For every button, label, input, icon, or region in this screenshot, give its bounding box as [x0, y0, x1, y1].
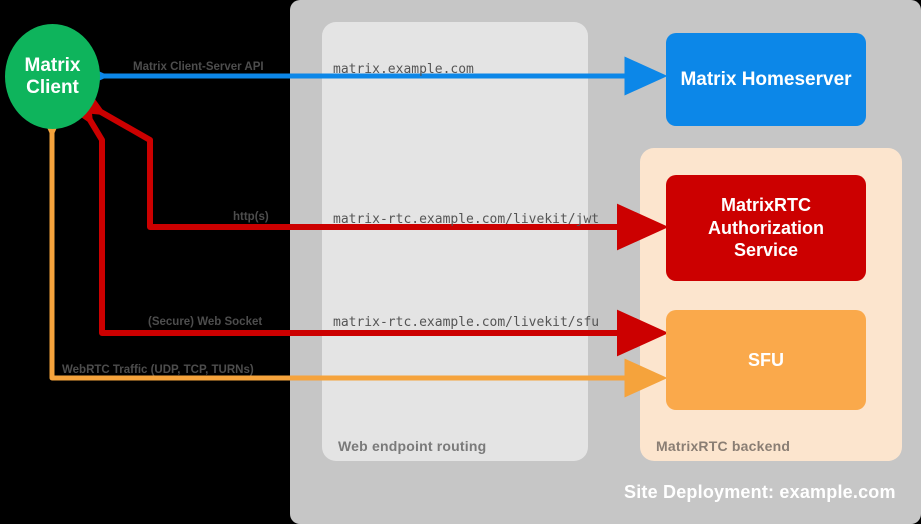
panel-label-site-deployment: Site Deployment: example.com: [624, 482, 896, 502]
edge-line-webrtc: [32, 95, 668, 398]
node-auth-line1: MatrixRTC: [720, 195, 811, 216]
node-auth-line3: Service: [733, 240, 799, 261]
endpoint-livekit-jwt: matrix-rtc.example.com/livekit/jwt: [333, 212, 600, 227]
edge-label-https: http(s): [233, 211, 269, 223]
node-matrix-client-line2: Client: [26, 76, 79, 98]
node-matrixrtc-authorization-service[interactable]: MatrixRTC Authorization Service: [666, 175, 866, 281]
node-sfu-label: SFU: [748, 349, 784, 370]
edge-webrtc-traffic: [32, 95, 668, 398]
node-sfu[interactable]: SFU: [666, 310, 866, 410]
edge-label-web-socket: (Secure) Web Socket: [148, 316, 263, 328]
node-matrix-homeserver[interactable]: Matrix Homeserver: [666, 33, 866, 126]
edge-label-cs-api: Matrix Client-Server API: [133, 61, 264, 73]
endpoint-matrix-example-com: matrix.example.com: [333, 62, 474, 77]
node-matrix-homeserver-label: Matrix Homeserver: [680, 68, 852, 90]
edge-label-webrtc-traffic: WebRTC Traffic (UDP, TCP, TURNs): [62, 364, 254, 376]
node-matrix-client[interactable]: Matrix Client: [5, 24, 100, 129]
node-matrix-client-line1: Matrix: [24, 54, 81, 76]
panel-label-matrixrtc-backend: MatrixRTC backend: [656, 438, 791, 454]
edge-livekit-jwt: [50, 69, 669, 251]
edge-line-jwt: [50, 69, 669, 251]
node-auth-line2: Authorization: [708, 217, 824, 238]
endpoint-livekit-sfu: matrix-rtc.example.com/livekit/sfu: [333, 315, 600, 330]
panel-label-web-endpoint-routing: Web endpoint routing: [338, 438, 487, 454]
